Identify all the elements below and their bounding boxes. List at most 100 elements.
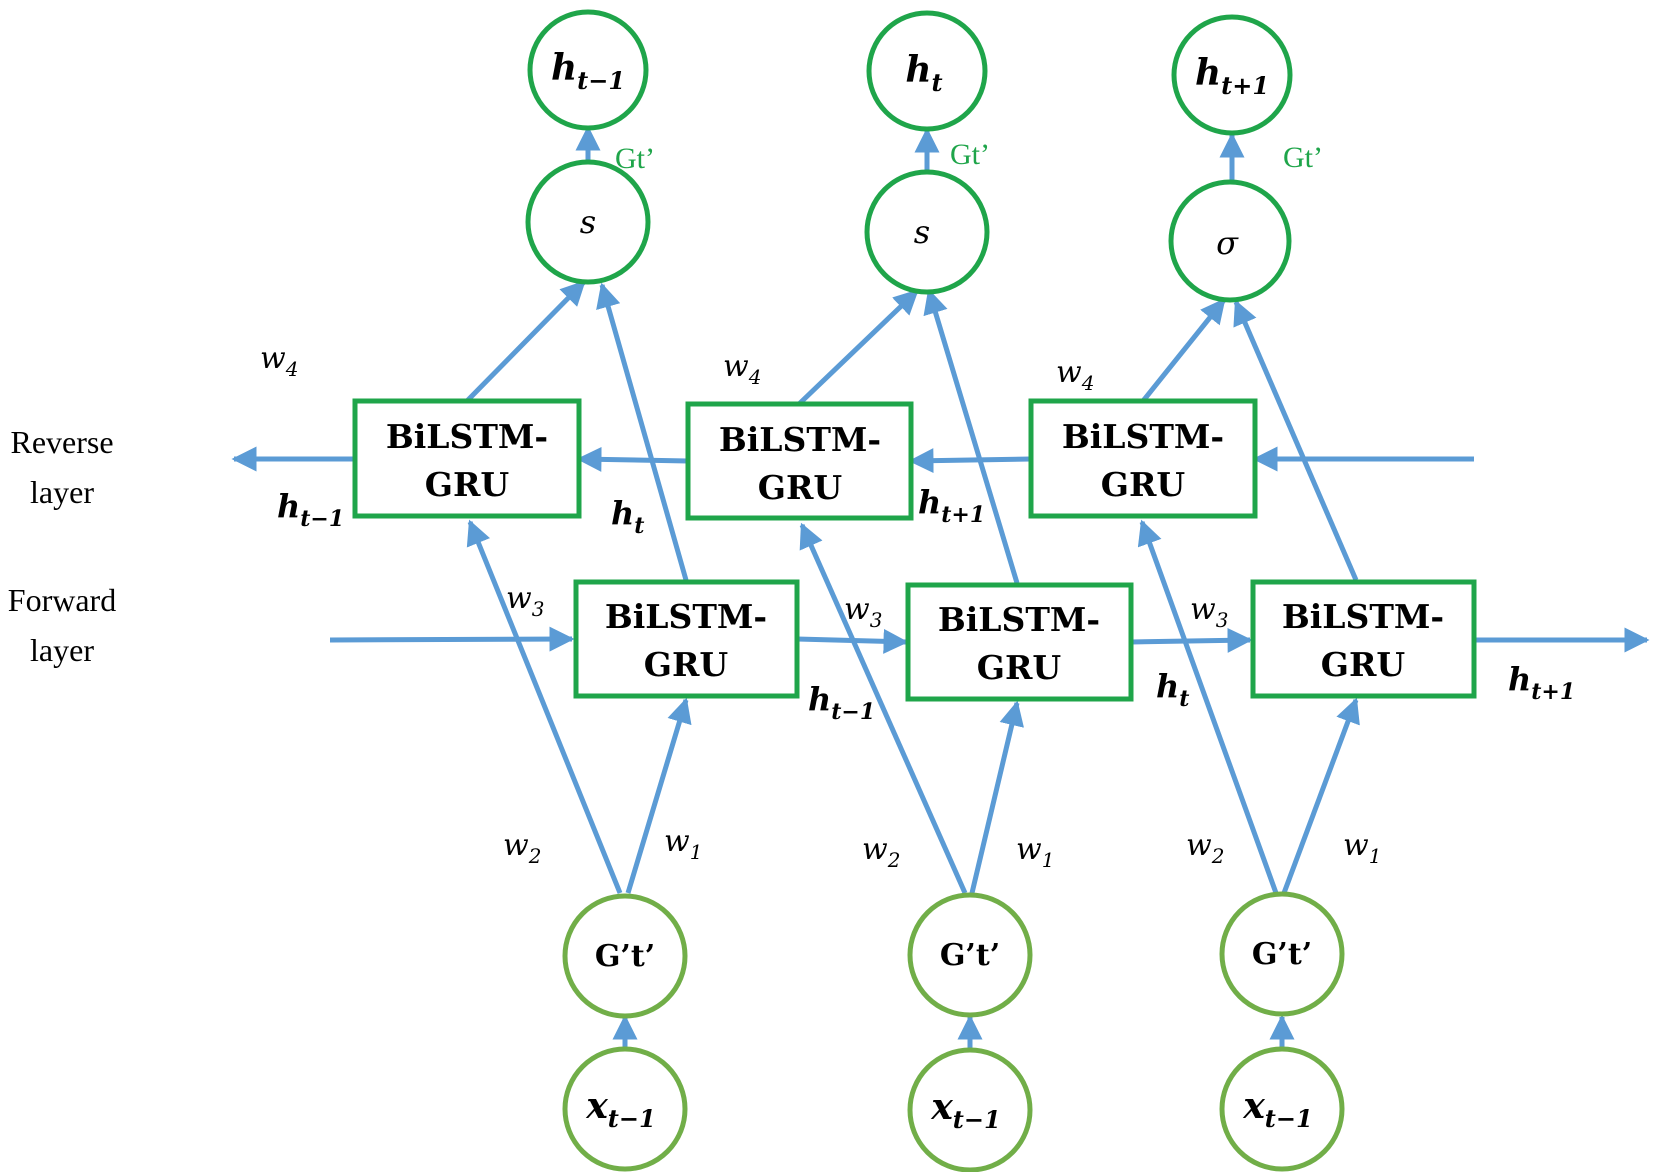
output-sub: t [932,68,943,97]
reverse-cell-2: BiLSTM- GRU [685,401,914,521]
reverse-cell-1: BiLSTM- GRU [352,398,582,519]
edge-forward-to-act-3 [1233,299,1359,581]
svg-text:xt−1: xt−1 [930,1086,1000,1134]
weight-label-w2-1: w2 [503,828,541,868]
svg-text:ht: ht [905,49,942,97]
output-node-3: ht+1 [1171,14,1293,136]
gate-label-1: Gt’ [615,142,655,175]
edge-reverse-to-act-1 [465,280,586,403]
cell-label-line1: BiLSTM- [386,417,548,456]
svg-text:ht+1: ht+1 [1195,52,1269,100]
weight-label-w3-3: w3 [1190,592,1228,632]
forward-hidden-label-3: ht+1 [1508,660,1575,705]
output-node-2: ht [866,10,988,132]
svg-text:ht−1: ht−1 [551,47,625,95]
forward-hidden-label-1: ht−1 [808,680,875,725]
activation-node-3: σ [1168,179,1292,303]
edge-gate-to-forward-1 [625,697,692,894]
weight-label-w4-1: w4 [260,341,298,381]
reverse-cells: BiLSTM- GRU BiLSTM- GRU BiLSTM- GRU [352,398,1258,521]
cell-label-line2: GRU [977,648,1062,687]
gate-label-3: Gt’ [1283,141,1323,174]
cell-label-line2: GRU [1321,645,1406,684]
reverse-hidden-label-3: ht+1 [918,483,985,528]
output-base: h [905,49,931,91]
cell-label-line1: BiLSTM- [1062,417,1224,456]
gate-node-label: G’t’ [1252,937,1312,972]
cell-label-line2: GRU [1101,465,1186,504]
forward-cell-1: BiLSTM- GRU [573,579,800,699]
output-base: h [1195,52,1221,94]
forward-cell-3: BiLSTM- GRU [1250,579,1477,699]
weight-label-w1-3: w1 [1343,828,1381,868]
cell-label-line1: BiLSTM- [938,600,1100,639]
weight-label-w1-1: w1 [664,824,702,864]
cell-label-line2: GRU [644,645,729,684]
edge-reverse-to-act-3 [1141,298,1226,403]
cell-label-line1: BiLSTM- [719,420,881,459]
weight-label-w4-2: w4 [723,349,761,389]
reverse-layer-label-line2: layer [30,474,94,510]
gate-node-3: G’t’ [1219,891,1345,1017]
gate-node-1: G’t’ [562,893,688,1019]
edge-reverse-to-act-2 [797,289,919,406]
edge-forward-2-to-3 [1130,627,1253,653]
edge-gate-to-forward-3 [1281,697,1360,894]
edge-gate-to-forward-2 [969,700,1024,894]
output-base: h [551,47,577,89]
gate-node-label: G’t’ [940,938,1000,973]
svg-text:xt−1: xt−1 [1242,1085,1312,1133]
cell-label-line1: BiLSTM- [605,597,767,636]
activation-label: σ [1216,224,1239,262]
activation-node-2: s [864,169,990,295]
edge-forward-1-to-2 [796,628,909,654]
edges [231,125,1650,1050]
reverse-hidden-label-2: ht [611,494,644,539]
input-nodes: xt−1 xt−1 xt−1 [562,1046,1345,1172]
input-node-3: xt−1 [1219,1046,1345,1172]
weight-label-w3-2: w3 [844,592,882,632]
activation-label: s [580,203,596,241]
cell-label-line2: GRU [758,468,843,507]
forward-layer-label-line1: Forward [8,582,116,618]
edge-gate-to-reverse-2 [799,522,968,895]
gate-label-2: Gt’ [950,138,990,171]
activation-nodes: s s σ [525,159,1292,303]
forward-cells: BiLSTM- GRU BiLSTM- GRU BiLSTM- GRU [573,579,1477,702]
input-node-2: xt−1 [907,1047,1033,1172]
forward-layer-label-line2: layer [30,632,94,668]
gate-nodes: G’t’ G’t’ G’t’ [562,891,1345,1019]
svg-text:xt−1: xt−1 [585,1085,655,1133]
activation-label: s [914,213,930,251]
input-base: x [1242,1085,1265,1127]
weight-label-w1-2: w1 [1016,832,1054,872]
input-sub: t−1 [608,1104,656,1133]
edge-reverse-2-to-1 [576,446,689,472]
cell-label-line1: BiLSTM- [1282,597,1444,636]
edge-reverse-3-to-2 [908,448,1032,474]
forward-cell-2: BiLSTM- GRU [905,582,1134,702]
input-sub: t−1 [953,1105,1001,1134]
output-node-1: ht−1 [527,9,649,131]
weight-label-w3-1: w3 [506,581,544,621]
weight-label-w2-3: w2 [1186,828,1224,868]
input-base: x [585,1085,608,1127]
gate-node-2: G’t’ [907,892,1033,1018]
reverse-layer-label-line1: Reverse [10,424,113,460]
edge-forward-to-act-2 [923,288,1020,584]
output-nodes: ht−1 ht ht+1 [527,9,1293,136]
forward-hidden-label-2: ht [1156,667,1189,712]
activation-node-1: s [525,159,651,285]
weight-label-w4-3: w4 [1056,355,1094,395]
output-sub: t−1 [577,66,625,95]
output-sub: t+1 [1221,71,1269,100]
edge-gate-to-reverse-3 [1137,519,1279,894]
edge-forward-to-act-1 [596,282,689,581]
input-base: x [930,1086,953,1128]
input-node-1: xt−1 [562,1046,688,1172]
reverse-hidden-label-1: ht−1 [277,487,344,532]
input-sub: t−1 [1265,1104,1313,1133]
cell-label-line2: GRU [425,465,510,504]
gate-node-label: G’t’ [595,939,655,974]
